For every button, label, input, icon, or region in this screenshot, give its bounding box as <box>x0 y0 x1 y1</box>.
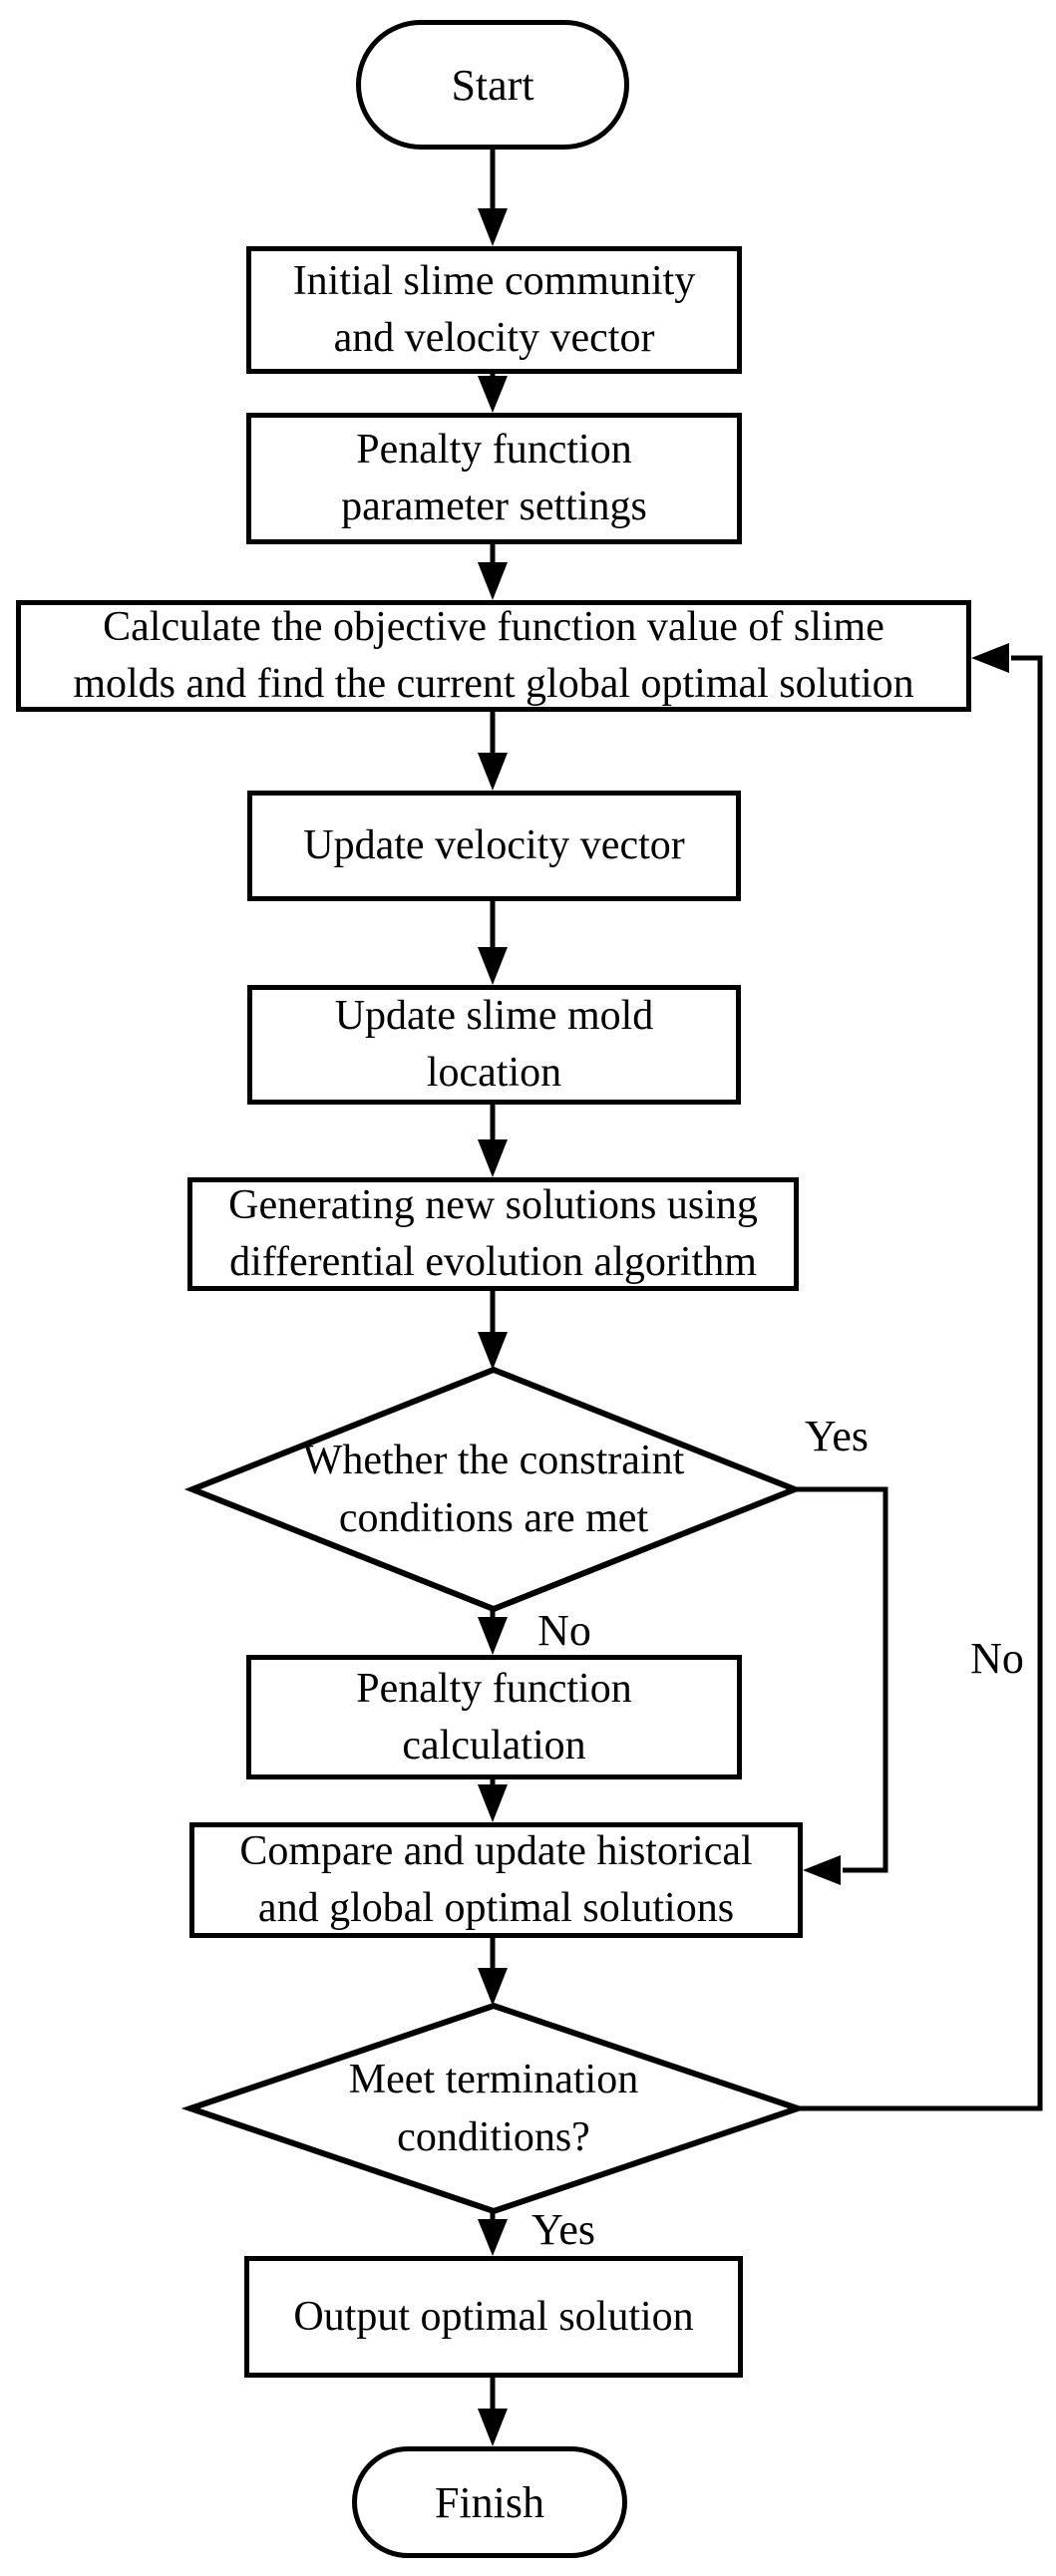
node-constraint-check-shape <box>183 1366 804 1613</box>
node-init: Initial slime community and velocity vec… <box>246 246 742 374</box>
node-output-label: Output optimal solution <box>293 2293 694 2340</box>
node-output: Output optimal solution <box>244 2256 743 2378</box>
node-penalty-settings: Penalty function parameter settings <box>246 413 742 544</box>
edge-label-constraint-yes: Yes <box>804 1412 870 1460</box>
edge-termination-yes-to-output <box>478 2211 508 2256</box>
node-penalty-calc-line2: calculation <box>402 1722 586 1769</box>
edge-penalty-calc-to-compare <box>478 1779 508 1822</box>
edge-start-to-init <box>478 150 508 246</box>
node-finish: Finish <box>352 2446 627 2558</box>
edge-update-velocity-to-update-location <box>478 901 508 985</box>
edge-label-constraint-no: No <box>537 1606 591 1655</box>
edge-label-termination-no: No <box>970 1634 1024 1683</box>
node-penalty-settings-line1: Penalty function <box>356 427 632 473</box>
node-update-location: Update slime mold location <box>247 985 741 1105</box>
node-constraint-check-line1: Whether the constraint <box>302 1438 685 1483</box>
node-update-location-line1: Update slime mold <box>334 993 654 1039</box>
node-calculate-line1: Calculate the objective function value o… <box>103 604 884 650</box>
node-constraint-check: Whether the constraint conditions are me… <box>239 1432 748 1547</box>
edge-constraint-no-to-penalty-calc <box>478 1609 508 1655</box>
node-termination-check-line2: conditions? <box>397 2114 590 2160</box>
node-finish-label: Finish <box>434 2477 545 2527</box>
edge-constraint-yes-to-compare <box>795 1486 888 1885</box>
node-penalty-calc-line1: Penalty function <box>356 1665 632 1712</box>
node-update-location-line2: location <box>426 1050 562 1096</box>
node-start: Start <box>356 20 629 150</box>
edge-init-to-penalty-settings <box>478 374 508 413</box>
node-generate-line2: differential evolution algorithm <box>229 1239 757 1285</box>
node-penalty-settings-line2: parameter settings <box>341 483 647 529</box>
node-constraint-check-line2: conditions are met <box>338 1495 649 1541</box>
node-calculate: Calculate the objective function value o… <box>16 600 971 712</box>
node-compare-line2: and global optimal solutions <box>257 1885 735 1931</box>
node-init-line2: and velocity vector <box>333 315 655 361</box>
node-compare-line1: Compare and update historical <box>239 1828 753 1874</box>
node-update-velocity-label: Update velocity vector <box>303 822 685 868</box>
node-start-label: Start <box>451 60 534 110</box>
edge-update-location-to-generate <box>478 1105 508 1177</box>
edge-compare-to-termination-check <box>478 1938 508 2006</box>
node-generate: Generating new solutions using different… <box>187 1177 799 1291</box>
node-update-velocity: Update velocity vector <box>247 791 741 901</box>
node-generate-line1: Generating new solutions using <box>228 1182 758 1228</box>
node-calculate-line2: molds and find the current global optima… <box>73 661 914 707</box>
edge-label-termination-yes: Yes <box>530 2205 596 2254</box>
node-termination-check-line1: Meet termination <box>348 2057 639 2102</box>
edge-calculate-to-update-velocity <box>478 712 508 791</box>
node-penalty-calc: Penalty function calculation <box>246 1655 742 1779</box>
edge-termination-no-to-calculate <box>798 643 1043 2111</box>
node-termination-check-shape <box>180 2002 808 2215</box>
node-compare: Compare and update historical and global… <box>189 1822 803 1938</box>
edge-generate-to-constraint-check <box>478 1291 508 1370</box>
node-init-line1: Initial slime community <box>292 258 696 304</box>
edge-output-to-finish <box>478 2378 508 2446</box>
edge-penalty-settings-to-calculate <box>478 544 508 600</box>
node-termination-check: Meet termination conditions? <box>289 2051 698 2166</box>
